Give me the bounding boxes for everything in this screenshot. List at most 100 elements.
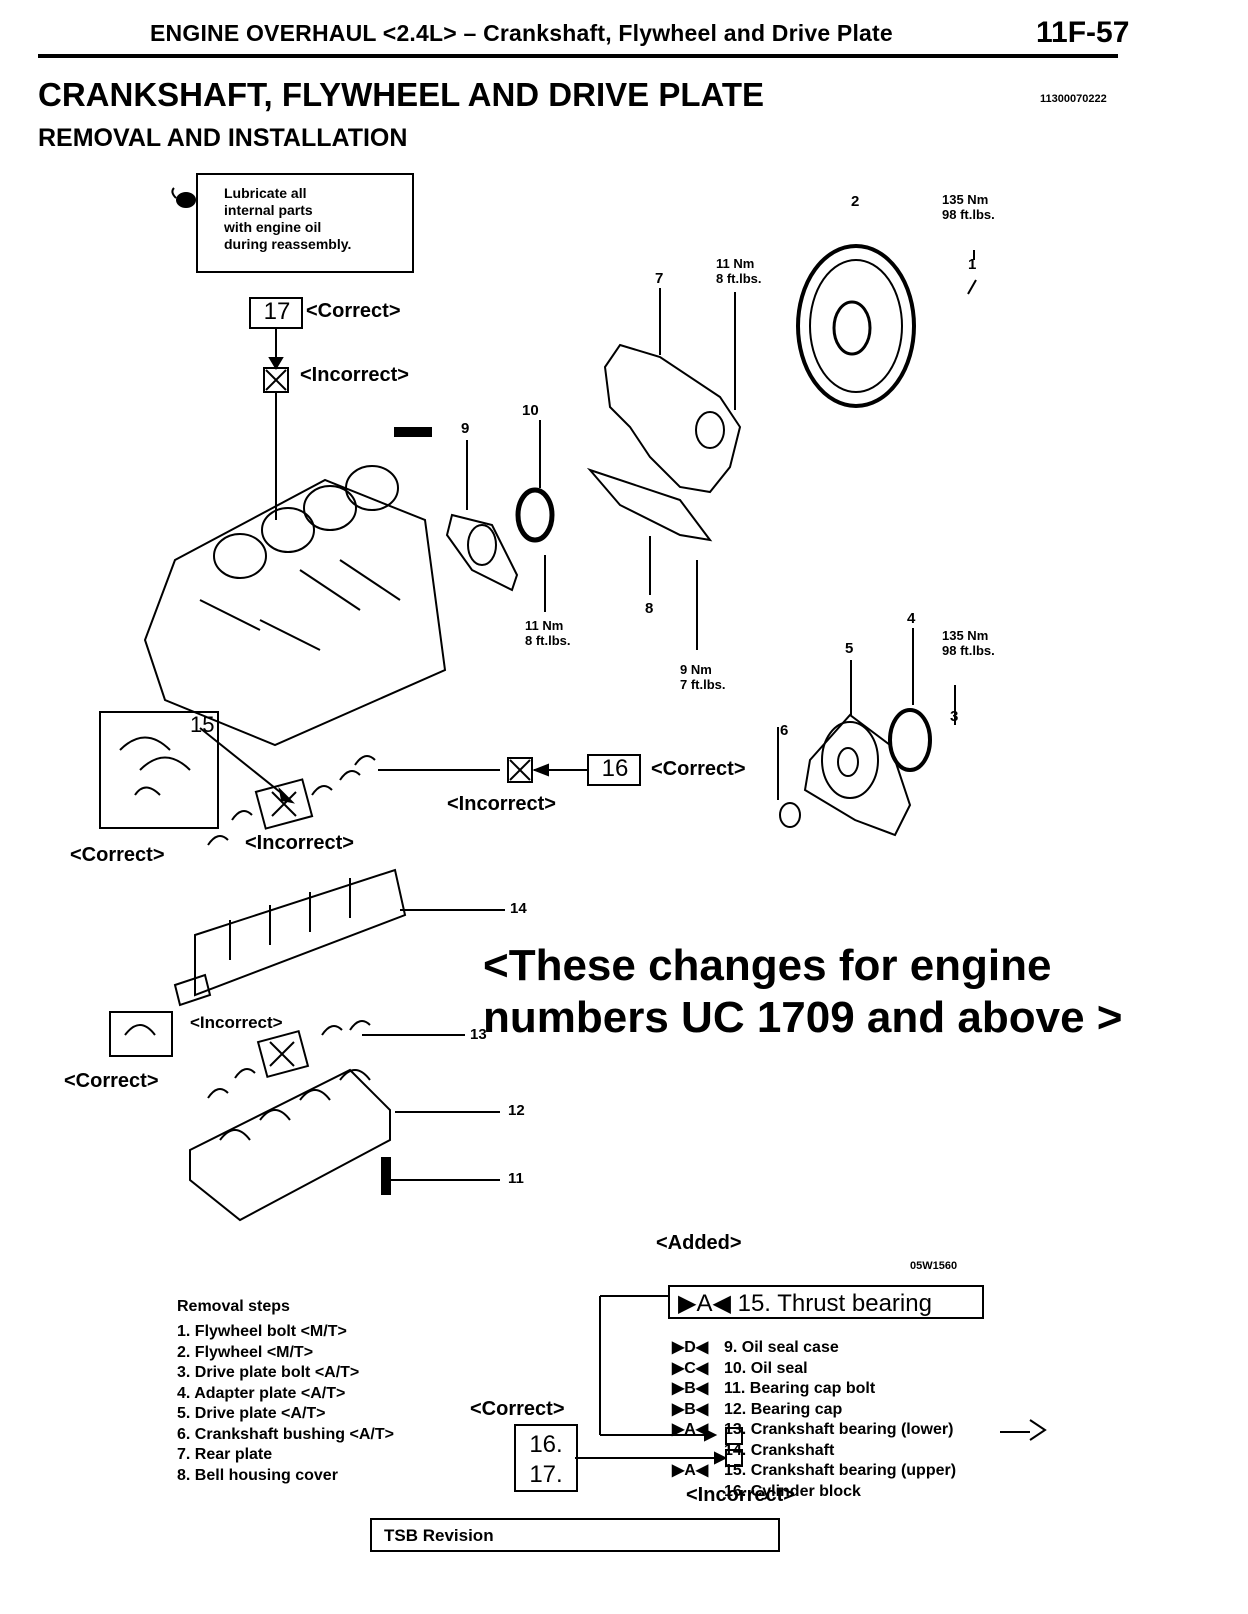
part-number-6: 6 [780, 722, 789, 739]
torque-8-nm: 9 Nm [680, 662, 712, 677]
part-number-9: 9 [461, 420, 470, 437]
removal-step: 8. Bell housing cover [177, 1466, 338, 1484]
torque-7-ftlbs: 8 ft.lbs. [716, 271, 762, 286]
figure-code: 05W1560 [910, 1260, 958, 1272]
running-title: ENGINE OVERHAUL <2.4L> – Crankshaft, Fly… [150, 20, 893, 46]
removal-step: 1. Flywheel bolt <M/T> [177, 1323, 347, 1340]
flywheel-bolt-leader [967, 250, 977, 295]
part-number-5: 5 [845, 640, 854, 657]
callout-17-number: 17 [263, 298, 291, 325]
incorrect-label-steps: <Incorrect> [686, 1484, 795, 1506]
part-number-15: 15 [190, 712, 215, 737]
removal-step: 2. Flywheel <M/T> [177, 1343, 314, 1361]
page-number: 11F-57 [1036, 16, 1130, 49]
note-line-1: Lubricate all [224, 185, 307, 201]
crankshaft-drawing [173, 868, 407, 1007]
part-number-10: 10 [522, 402, 539, 419]
added-step-marker: ▶A◀ [678, 1290, 731, 1317]
removal-steps-title: Removal steps [177, 1298, 290, 1315]
removal-step-right: ▶B◀11. Bearing cap bolt [672, 1379, 956, 1400]
step-marker: ▶A◀ [672, 1421, 709, 1438]
oil-seal-drawing [515, 487, 555, 543]
step-text: 12. Bearing cap [724, 1400, 843, 1418]
torque-7: 11 Nm 8 ft.lbs. [716, 256, 762, 286]
removal-step: 6. Crankshaft bushing <A/T> [177, 1425, 394, 1443]
removal-step-right: ▶A◀ 15. Crankshaft bearing (upper) [672, 1461, 956, 1482]
torque-3: 135 Nm 98 ft.lbs. [942, 628, 995, 658]
changes-note-line-2: numbers UC 1709 and above > [483, 993, 1123, 1042]
correct-number-16: 16. [529, 1431, 563, 1458]
added-label: <Added> [656, 1232, 742, 1254]
torque-10-ftlbs: 8 ft.lbs. [525, 633, 571, 648]
header-rule [38, 54, 1118, 58]
tsb-revision-box: TSB Revision [370, 1518, 780, 1552]
bearing-cap-drawing [189, 1068, 391, 1222]
part-number-13: 13 [470, 1026, 487, 1043]
step-marker: ▶A◀ [672, 1462, 709, 1479]
part-number-1: 1 [968, 256, 977, 273]
part-number-4: 4 [907, 610, 916, 627]
part-number-12: 12 [508, 1102, 525, 1119]
correct-label-16: <Correct> [651, 758, 746, 780]
correct-label-steps: <Correct> [470, 1398, 565, 1420]
step-text: 9. Oil seal case [724, 1339, 839, 1356]
bell-housing-cover-drawing [586, 467, 713, 542]
correct-numbers-box: 16. 17. [514, 1424, 578, 1492]
lubricate-note-box: Lubricate all internal parts with engine… [196, 173, 414, 273]
torque-10-nm: 11 Nm [525, 618, 564, 633]
torque-1-ftlbs: 98 ft.lbs. [942, 207, 995, 222]
incorrect-label-upper-bearing: <Incorrect> [245, 832, 354, 854]
step-text: 13. Crankshaft bearing (lower) [724, 1421, 954, 1438]
removal-step-right: 16. Cylinder block [672, 1482, 956, 1503]
callout-16-number: 16 [601, 755, 629, 782]
correct-label-17: <Correct> [306, 300, 401, 322]
added-step-text: 15. Thrust bearing [737, 1290, 932, 1317]
rear-plate-drawing [603, 343, 742, 494]
removal-step-right: ▶D◀ 9. Oil seal case [672, 1338, 956, 1359]
flywheel-drawing [796, 244, 916, 408]
removal-step-right: 14. Crankshaft [672, 1441, 956, 1462]
part-number-14: 14 [510, 900, 527, 917]
note-line-4: during reassembly. [224, 236, 352, 252]
torque-10: 11 Nm 8 ft.lbs. [525, 618, 571, 648]
step-text: 11. Bearing cap bolt [724, 1380, 876, 1397]
step-text: 15. Crankshaft bearing (upper) [724, 1462, 957, 1479]
step-text: 10. Oil seal [724, 1359, 808, 1377]
removal-step-right: ▶A◀ 13. Crankshaft bearing (lower) [672, 1420, 956, 1441]
step-marker: ▶B◀ [672, 1400, 709, 1418]
adapter-plate-drawing [888, 708, 932, 772]
added-thrust-bearing-step: ▶A◀ 15. Thrust bearing [668, 1285, 984, 1319]
torque-3-ftlbs: 98 ft.lbs. [942, 643, 995, 658]
torque-1: 135 Nm 98 ft.lbs. [942, 192, 995, 222]
removal-step: 7. Rear plate [177, 1446, 273, 1463]
step-marker: ▶D◀ [672, 1339, 709, 1356]
torque-7-nm: 11 Nm [716, 256, 755, 271]
correct-label-upper-bearing: <Correct> [70, 844, 165, 866]
doc-code: 11300070222 [1040, 93, 1107, 105]
incorrect-label-16: <Incorrect> [447, 793, 556, 815]
step-text: 16. Cylinder block [724, 1482, 861, 1500]
removal-step-right: ▶B◀ 12. Bearing cap [672, 1400, 956, 1421]
removal-step: 3. Drive plate bolt <A/T> [177, 1364, 360, 1381]
incorrect-label-lower-bearing: <Incorrect> [190, 1013, 283, 1032]
torque-1-nm: 135 Nm [942, 192, 989, 207]
removal-steps-list-right: ▶D◀9. Oil seal case ▶C◀10. Oil seal ▶B◀1… [672, 1338, 956, 1502]
page-title: CRANKSHAFT, FLYWHEEL AND DRIVE PLATE [38, 76, 765, 113]
part-number-7: 7 [655, 270, 664, 287]
removal-step: 4. Adapter plate <A/T> [177, 1384, 346, 1402]
cylinder-block-drawing [143, 465, 447, 747]
part-number-3: 3 [950, 708, 959, 725]
torque-8: 9 Nm 7 ft.lbs. [680, 662, 726, 692]
part-number-2: 2 [851, 193, 860, 210]
step-text: 14. Crankshaft [724, 1441, 835, 1459]
torque-3-nm: 135 Nm [942, 628, 989, 643]
correct-number-17: 17. [529, 1461, 563, 1488]
note-line-3: with engine oil [224, 219, 322, 235]
part-number-11: 11 [508, 1170, 524, 1187]
drive-plate-drawing [803, 713, 912, 837]
correct-label-lower-bearing: <Correct> [64, 1070, 159, 1092]
oil-can-icon [171, 187, 196, 208]
removal-steps-list: 1. Flywheel bolt <M/T> 2. Flywheel <M/T>… [177, 1322, 394, 1486]
removal-step-right: ▶C◀10. Oil seal [672, 1359, 956, 1380]
